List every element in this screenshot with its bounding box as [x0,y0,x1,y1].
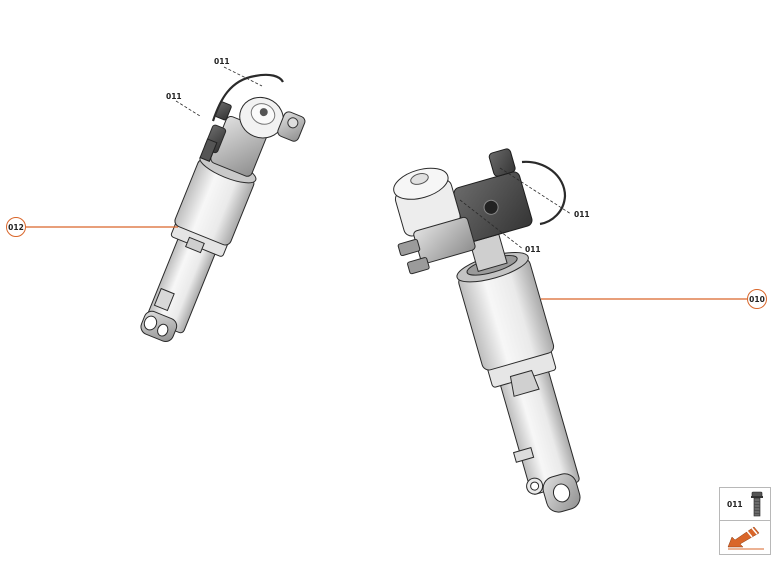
part-label-011[interactable]: 011 [166,92,182,101]
arrow-down-left-icon [727,526,764,550]
leader-line-011-b [175,100,201,117]
cable-right [521,160,567,226]
left-shock-absorber[interactable] [129,83,308,360]
legend-navigate-button[interactable] [720,521,770,554]
legend-box: 011 [719,487,771,555]
cable-left [211,73,284,122]
part-label-011[interactable]: 011 [574,210,590,219]
legend-part-code: 011 [727,500,743,509]
leader-line-011-d [459,199,524,250]
bolt-icon [751,491,763,517]
part-label-011[interactable]: 011 [214,57,230,66]
leader-line-011-c [499,167,572,215]
callout-010-label: 010 [749,294,765,304]
callout-012[interactable]: 012 [6,217,26,237]
right-shock-absorber[interactable] [380,144,612,535]
callout-010[interactable]: 010 [747,289,767,309]
part-label-011[interactable]: 011 [525,245,541,254]
callout-012-label: 012 [8,222,24,232]
leader-line-011-a [223,66,263,87]
legend-part-row[interactable]: 011 [720,488,770,521]
